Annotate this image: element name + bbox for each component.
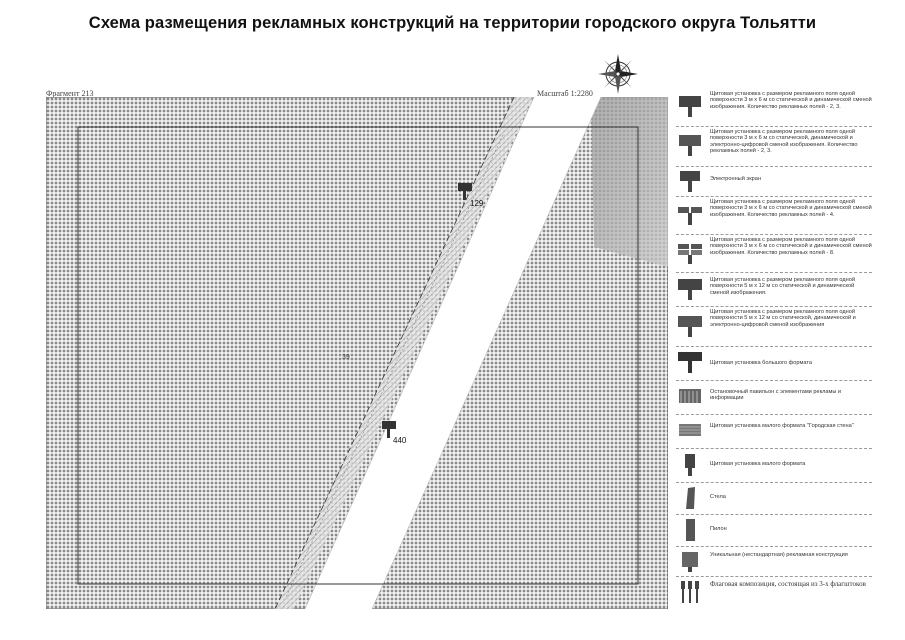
- city-format-icon: [679, 424, 701, 436]
- legend-item: Флаговая композиция, состоящая из 3-х фл…: [676, 576, 872, 608]
- billboard-5x12-digital-icon: [678, 316, 702, 337]
- legend-item: Стела: [676, 482, 872, 515]
- fragment-label: Фрагмент 213: [46, 89, 94, 98]
- map-fragment[interactable]: 39 129 440: [46, 97, 668, 609]
- billboard-8-icon: [678, 244, 702, 264]
- legend-item: Остановочный павильон с элементами рекла…: [676, 380, 872, 415]
- legend-item: Щитовая установка с размером рекламного …: [676, 306, 872, 347]
- compass-icon: [598, 54, 638, 94]
- billboard-single-icon: [679, 96, 701, 117]
- flag-composition-icon: [681, 581, 699, 603]
- legend-item: Электронный экран: [676, 166, 872, 197]
- unique-construction-icon: [682, 552, 698, 572]
- large-format-icon: [678, 352, 702, 373]
- legend-item: Пилон: [676, 514, 872, 547]
- legend-item: Щитовая установка малого формата: [676, 448, 872, 483]
- legend-item: Уникальная (нестандартная) рекламная кон…: [676, 546, 872, 577]
- pavilion-icon: [679, 389, 701, 403]
- marker-label-129: 129: [470, 199, 484, 208]
- billboard-4-icon: [678, 207, 702, 225]
- map-marker[interactable]: 440: [382, 421, 407, 445]
- marker-label-440: 440: [393, 436, 407, 445]
- billboard-5x12-icon: [678, 279, 702, 300]
- legend-item: Щитовая установка с размером рекламного …: [676, 126, 872, 167]
- page-title: Схема размещения рекламных конструкций н…: [88, 14, 817, 32]
- legend-item: Щитовая установка большого формата: [676, 346, 872, 381]
- small-format-icon: [685, 454, 695, 476]
- legend-item: Щитовая установка с размером рекламного …: [676, 272, 872, 307]
- scale-label: Масштаб 1:2280: [537, 89, 593, 98]
- legend-item: Щитовая установка с размером рекламного …: [676, 196, 872, 235]
- electronic-screen-icon: [680, 171, 700, 192]
- legend-item: Щитовая установка малого формата "Городс…: [676, 414, 872, 449]
- pylon-icon: [686, 519, 695, 541]
- stela-icon: [686, 487, 695, 509]
- legend-item: Щитовая установка с размером рекламного …: [676, 88, 872, 127]
- legend-item: Щитовая установка с размером рекламного …: [676, 234, 872, 273]
- map-marker[interactable]: 129: [458, 183, 484, 208]
- billboard-digital-icon: [679, 135, 701, 156]
- parcel-label: 39: [342, 354, 350, 361]
